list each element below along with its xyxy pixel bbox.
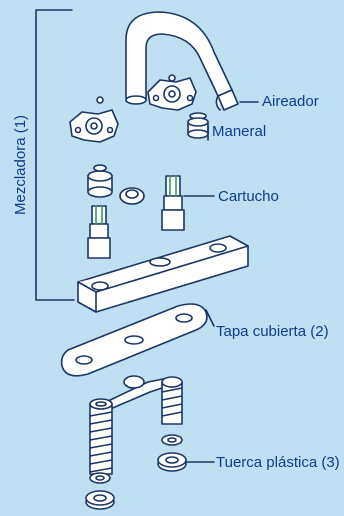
label-tuerca-plastica: Tuerca plástica (3)	[216, 454, 340, 471]
label-maneral: Maneral	[212, 123, 267, 140]
left-handle	[69, 96, 119, 143]
washer-ring	[119, 187, 145, 205]
label-mezcladora: Mezcladora (1)	[12, 114, 29, 215]
right-cartridge	[161, 175, 185, 231]
tapa-leader	[205, 309, 215, 327]
right-washer	[161, 434, 183, 446]
right-threaded-pipe	[161, 376, 183, 425]
right-maneral	[187, 112, 209, 139]
right-handle	[147, 74, 197, 111]
left-threaded-pipe	[89, 398, 113, 475]
right-plastic-nut	[157, 452, 187, 472]
aerator	[215, 89, 239, 111]
mixer-body	[77, 235, 249, 313]
left-cartridge	[87, 205, 111, 259]
label-tapa-cubierta: Tapa cubierta (2)	[216, 323, 329, 340]
connector-pipes	[105, 375, 169, 411]
left-nut	[87, 164, 113, 198]
label-cartucho: Cartucho	[218, 188, 279, 205]
left-plastic-nut	[85, 490, 115, 510]
left-washer	[89, 472, 111, 484]
mezcladora-bracket	[35, 9, 75, 301]
label-aireador: Aireador	[262, 93, 319, 110]
cover-plate	[60, 303, 208, 377]
